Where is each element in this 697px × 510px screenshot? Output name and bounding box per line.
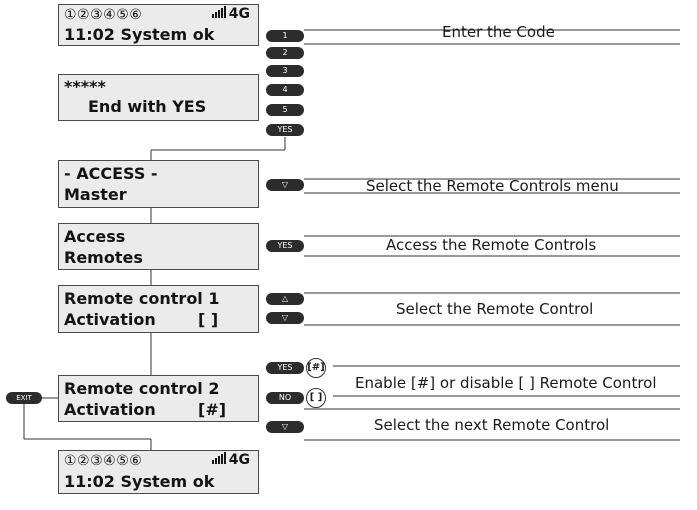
key-1-label: 1	[282, 31, 288, 40]
no-label: NO	[278, 393, 292, 402]
down-arrow-icon: ▽	[281, 422, 289, 431]
yes-button[interactable]: YES	[266, 240, 304, 252]
instruction-select-menu: Select the Remote Controls menu	[366, 177, 619, 195]
code-display: ***** End with YES	[58, 74, 259, 121]
key-5-label: 5	[282, 105, 288, 114]
remote1-title: Remote control 1	[64, 289, 220, 308]
up-arrow-icon: △	[281, 294, 289, 303]
instruction-select-remote: Select the Remote Control	[396, 300, 594, 318]
remote1-activation-value: [ ]	[198, 310, 219, 329]
access-title: - ACCESS -	[64, 164, 158, 183]
signal-indicator: 4G	[211, 6, 250, 22]
key-2-button[interactable]: 2	[266, 47, 304, 59]
exit-button[interactable]: EXIT	[6, 392, 42, 404]
remote1-display: Remote control 1 Activation [ ]	[58, 285, 259, 333]
final-status-display: ①②③④⑤⑥ 4G 11:02 System ok	[58, 450, 259, 494]
yes-label: YES	[277, 363, 293, 372]
remote2-activation-value: [#]	[198, 400, 227, 419]
yes-label: YES	[277, 125, 293, 134]
key-3-button[interactable]: 3	[266, 65, 304, 77]
zone-indicators: ①②③④⑤⑥	[64, 7, 143, 23]
instruction-access-remotes: Access the Remote Controls	[386, 236, 597, 254]
instruction-select-next: Select the next Remote Control	[374, 416, 610, 434]
signal-bars-icon	[211, 6, 227, 22]
instruction-enable-disable: Enable [#] or disable [ ] Remote Control	[355, 374, 657, 392]
code-mask: *****	[64, 77, 106, 96]
key-2-label: 2	[282, 48, 288, 57]
down-arrow-icon: ▽	[281, 313, 289, 322]
access-remotes-display: Access Remotes	[58, 223, 259, 270]
no-button[interactable]: NO	[266, 392, 304, 404]
down-arrow-button[interactable]: ▽	[266, 421, 304, 433]
down-arrow-button[interactable]: ▽	[266, 312, 304, 324]
access-remotes-line1: Access	[64, 227, 126, 246]
instruction-enter-code: Enter the Code	[442, 23, 555, 41]
status-display: ①②③④⑤⑥ 4G 11:02 System ok	[58, 4, 259, 46]
down-arrow-button[interactable]: ▽	[266, 179, 304, 191]
access-user: Master	[64, 185, 127, 204]
down-arrow-icon: ▽	[281, 180, 289, 189]
exit-label: EXIT	[16, 394, 32, 402]
key-3-label: 3	[282, 66, 288, 75]
remote2-display: Remote control 2 Activation [#]	[58, 375, 259, 422]
key-4-button[interactable]: 4	[266, 84, 304, 96]
key-4-label: 4	[282, 85, 288, 94]
remote2-title: Remote control 2	[64, 379, 220, 398]
key-5-button[interactable]: 5	[266, 104, 304, 116]
key-1-button[interactable]: 1	[266, 30, 304, 42]
remote2-activation-label: Activation	[64, 400, 156, 419]
signal-bars-icon	[211, 452, 227, 468]
empty-symbol: [ ]	[306, 388, 326, 408]
hash-symbol: [#]	[306, 358, 326, 378]
up-arrow-button[interactable]: △	[266, 293, 304, 305]
zone-indicators: ①②③④⑤⑥	[64, 453, 143, 469]
status-line: 11:02 System ok	[64, 472, 215, 491]
yes-button[interactable]: YES	[266, 362, 304, 374]
access-remotes-line2: Remotes	[64, 248, 143, 267]
remote1-activation-label: Activation	[64, 310, 156, 329]
yes-button[interactable]: YES	[266, 124, 304, 136]
signal-indicator: 4G	[211, 452, 250, 468]
status-line: 11:02 System ok	[64, 25, 215, 44]
network-label: 4G	[228, 452, 250, 468]
network-label: 4G	[228, 6, 250, 22]
yes-label: YES	[277, 241, 293, 250]
access-display: - ACCESS - Master	[58, 160, 259, 208]
code-prompt: End with YES	[88, 97, 207, 116]
